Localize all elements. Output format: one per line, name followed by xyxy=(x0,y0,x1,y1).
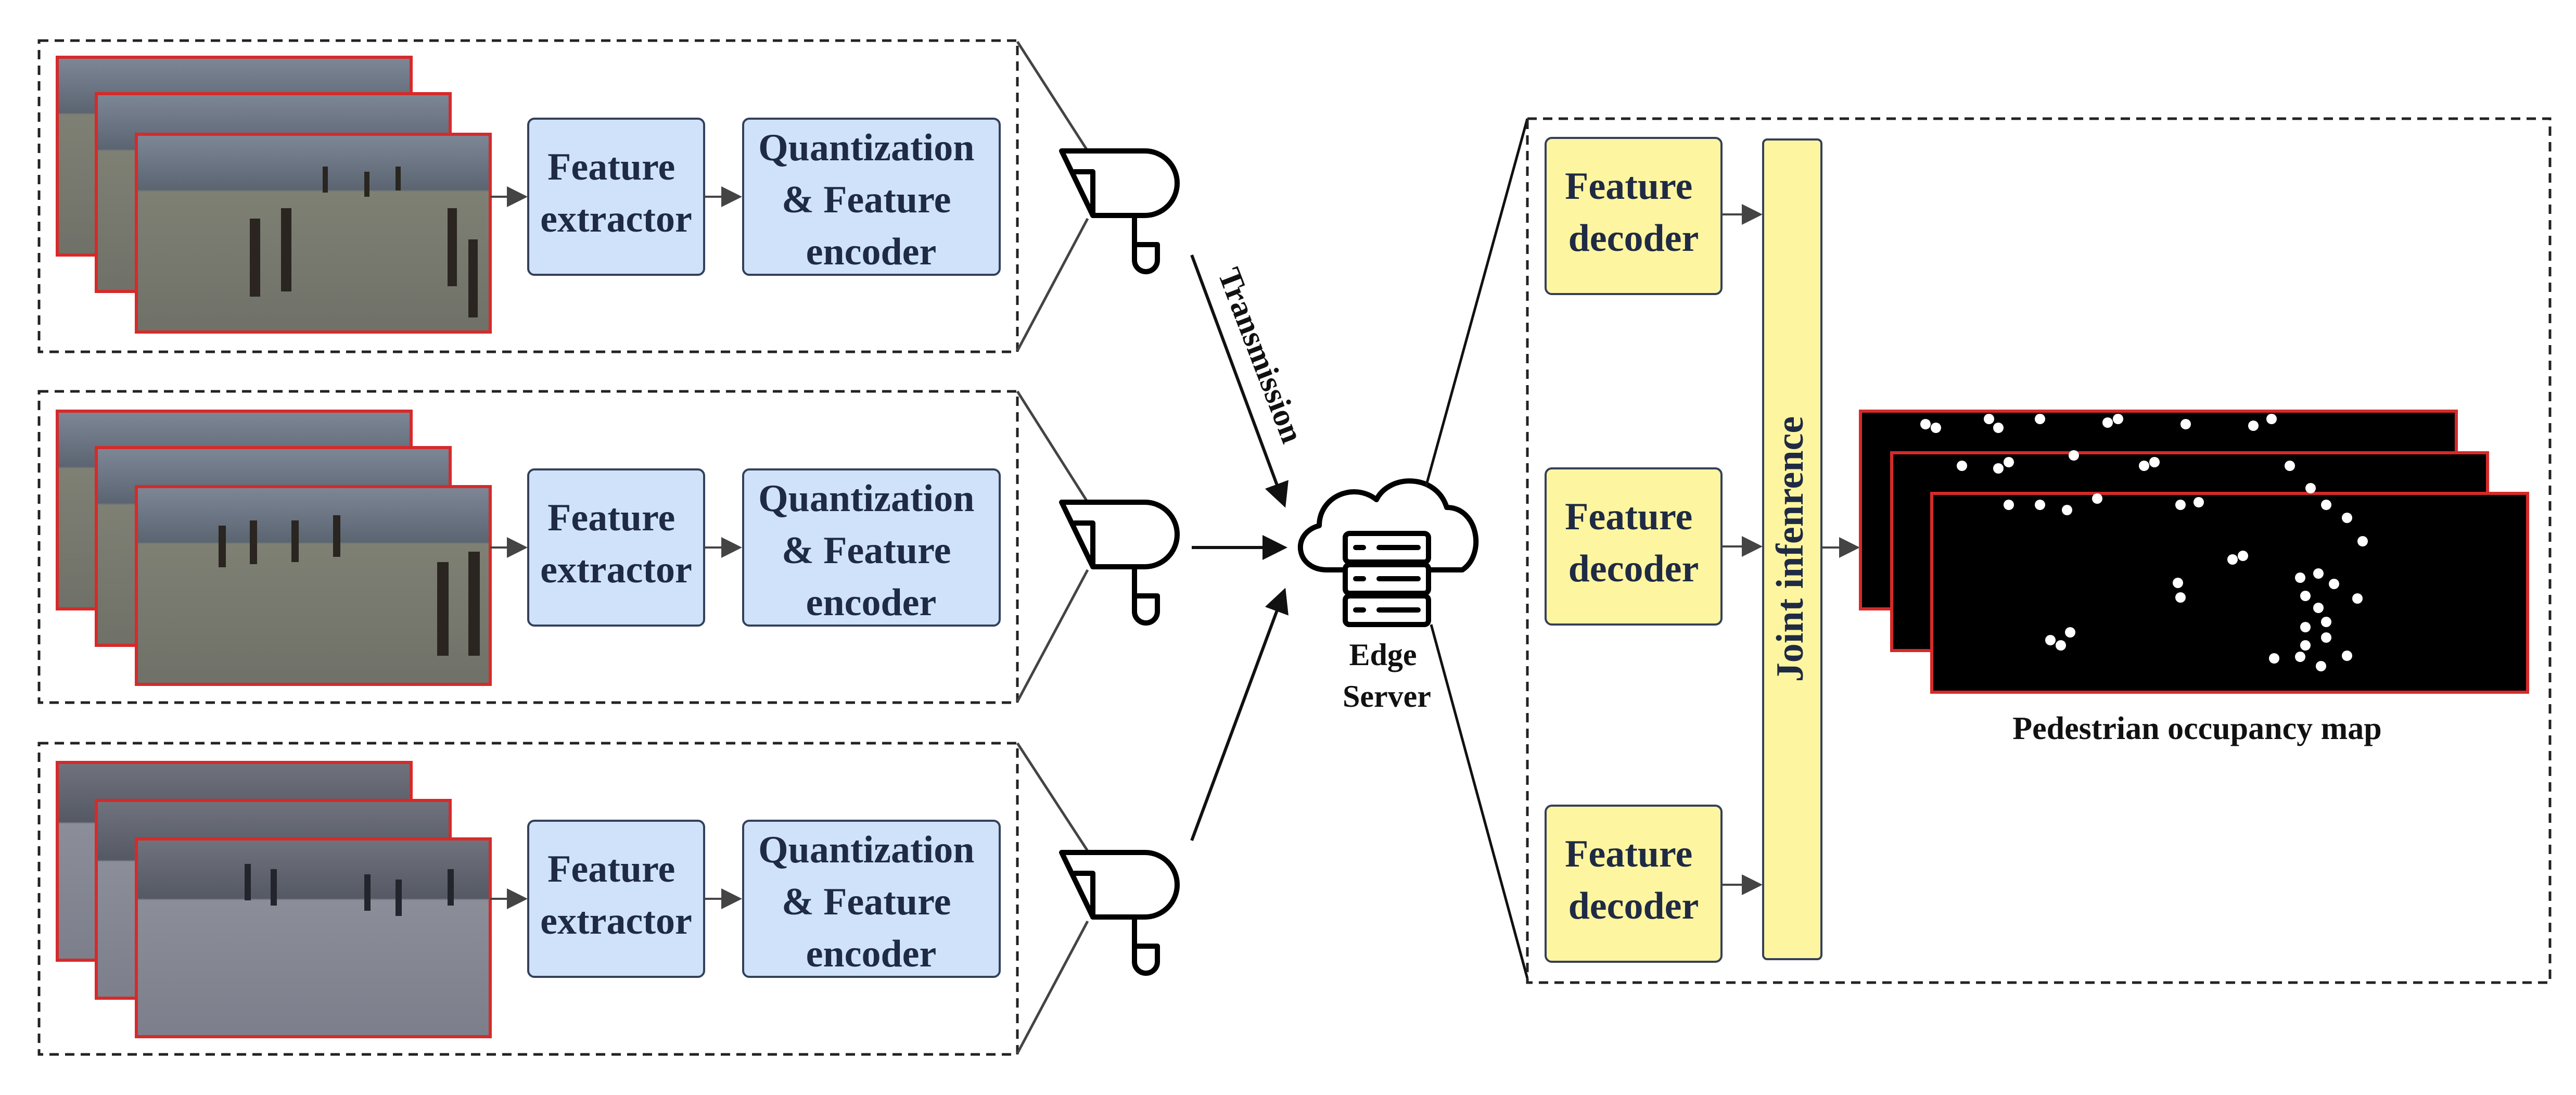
camera-icon xyxy=(1059,148,1180,274)
svg-text:Feature decoder: Feature decoder xyxy=(1565,495,1702,590)
camera-3-frame-stack xyxy=(56,761,492,1038)
server-zoom-line-bottom xyxy=(1430,624,1529,979)
camera-2-frame-stack xyxy=(56,410,492,686)
feature-extractor-2-line-2: extractor xyxy=(540,549,692,591)
camera-pipeline-1-dashed-box xyxy=(37,39,1019,353)
inference-block: Feature decoder Feature decoder Feature … xyxy=(1526,117,2552,984)
feature-extractor-3-line-1: Feature xyxy=(547,848,675,890)
svg-text:Quantization & Feature: Quantization & Feature encoder xyxy=(758,477,984,624)
encoder-3-line-2: & Feature xyxy=(782,881,951,923)
encoder-2-line-3: encoder xyxy=(806,581,937,624)
feature-decoder-box-2 xyxy=(1545,467,1723,626)
svg-text:Feature extractor: Feature extractor xyxy=(540,848,692,943)
feature-decoder-2-line-2: decoder xyxy=(1568,548,1699,590)
camera-1-view-line-bottom xyxy=(1016,218,1089,352)
svg-text:Feature extractor: Feature extractor xyxy=(540,146,692,240)
encoder-1-line-3: encoder xyxy=(806,231,937,273)
joint-inference-label: Joint infenrence xyxy=(1769,416,1812,682)
camera-2-view-line-top xyxy=(1016,390,1089,503)
encoder-box-2 xyxy=(742,468,1001,627)
svg-text:Quantization & Feature: Quantization & Feature encoder xyxy=(758,829,984,975)
feature-decoder-box-1 xyxy=(1545,137,1723,295)
transmission-arrow-3 xyxy=(1190,588,1289,842)
inference-dashed-box xyxy=(1526,117,2552,984)
svg-text:Quantization & Feature: Quantization & Feature encoder xyxy=(758,126,984,273)
camera-2-frame-front xyxy=(135,485,492,686)
feature-extractor-box-3 xyxy=(527,820,705,978)
svg-text:Feature extractor: Feature extractor xyxy=(540,496,692,591)
feature-decoder-3-line-2: decoder xyxy=(1568,885,1699,927)
encoder-2-line-2: & Feature xyxy=(782,529,951,572)
svg-text:Feature decoder: Feature decoder xyxy=(1565,165,1702,260)
camera-pipeline-1: Feature extractor Quantization & Feature… xyxy=(37,39,1180,353)
camera-1-pedestrians xyxy=(250,167,478,317)
feature-extractor-1-line-2: extractor xyxy=(540,198,692,240)
svg-text:Feature decoder: Feature decoder xyxy=(1565,833,1702,927)
encoder-2-line-1: Quantization xyxy=(758,477,974,520)
edge-server-icon xyxy=(1297,478,1479,627)
feature-extractor-box-1 xyxy=(527,118,705,276)
feature-extractor-box-2 xyxy=(527,468,705,627)
feature-decoder-1-line-2: decoder xyxy=(1568,217,1699,260)
feature-extractor-2-line-1: Feature xyxy=(547,496,675,539)
pedestrian-dots xyxy=(1920,414,2368,671)
feature-decoder-2-line-1: Feature xyxy=(1565,495,1692,538)
camera-1-view-line-top xyxy=(1016,41,1089,152)
camera-pipeline-3: Feature extractor Quantization & Feature… xyxy=(37,742,1180,1056)
edge-server-label-line-1: Edge xyxy=(1349,638,1417,672)
camera-1-frame-stack xyxy=(56,56,492,334)
camera-2-view-line-bottom xyxy=(1016,569,1089,703)
encoder-1-line-1: Quantization xyxy=(758,126,974,169)
encoder-3-line-3: encoder xyxy=(806,933,937,975)
occupancy-map-label: Pedestrian occupancy map xyxy=(2012,711,2382,746)
feature-extractor-1-line-1: Feature xyxy=(547,146,675,188)
camera-3-view-line-bottom xyxy=(1016,920,1089,1054)
camera-3-pedestrians xyxy=(245,864,454,916)
camera-3-frame-front xyxy=(135,837,492,1038)
feature-decoder-box-3 xyxy=(1545,805,1723,963)
occupancy-map-front xyxy=(1930,492,2529,694)
camera-pipeline-3-dashed-box xyxy=(37,742,1019,1056)
svg-text:Edge Server: Edge Server xyxy=(1343,638,1431,714)
encoder-box-3 xyxy=(742,820,1001,978)
encoder-box-1 xyxy=(742,118,1001,276)
camera-1-frame-front xyxy=(135,133,492,334)
feature-decoder-1-line-1: Feature xyxy=(1565,165,1692,208)
camera-pipeline-2-dashed-box xyxy=(37,390,1019,704)
camera-icon xyxy=(1059,850,1180,976)
feature-decoder-3-line-1: Feature xyxy=(1565,833,1692,875)
transmission-label: Transmission xyxy=(1211,263,1310,448)
encoder-3-line-1: Quantization xyxy=(758,829,974,871)
camera-icon xyxy=(1059,500,1180,626)
transmission-arrow-1 xyxy=(1190,254,1289,508)
encoder-1-line-2: & Feature xyxy=(782,179,951,221)
camera-pipeline-2: Feature extractor Quantization & Feature… xyxy=(37,390,1180,704)
camera-3-view-line-top xyxy=(1016,742,1089,852)
edge-server-label-line-2: Server xyxy=(1343,679,1431,714)
camera-2-pedestrians xyxy=(219,515,480,656)
feature-extractor-3-line-2: extractor xyxy=(540,900,692,943)
joint-inference-box xyxy=(1762,138,1822,960)
server-zoom-line-top xyxy=(1424,118,1529,487)
